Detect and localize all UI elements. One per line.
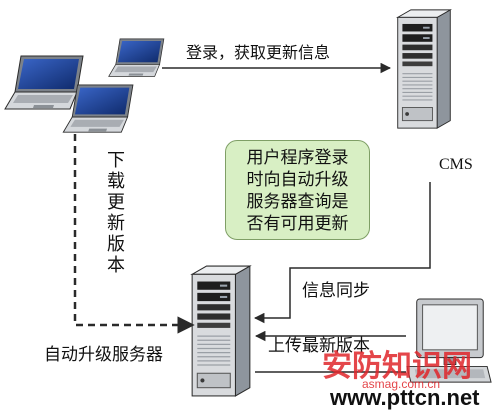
cms-server-icon xyxy=(397,9,451,129)
update-server-icon xyxy=(191,265,251,397)
note-line: 用户程序登录 xyxy=(246,148,349,167)
download-connector xyxy=(73,134,195,334)
sync-connector xyxy=(253,182,431,324)
note-line: 时向自动升级 xyxy=(246,170,349,189)
watermark-site-name: 安防知识网 xyxy=(322,349,472,384)
laptop-top-icon xyxy=(108,38,165,77)
watermark-domain: asmag.com.cn xyxy=(362,377,441,391)
note-line: 服务器查询是 xyxy=(246,192,349,211)
login-arrow-label: 登录，获取更新信息 xyxy=(186,45,331,62)
sync-label: 信息同步 xyxy=(302,281,370,300)
laptop-left-icon xyxy=(4,55,84,110)
upload-label: 上传最新版本 xyxy=(268,336,370,355)
cms-label: CMS xyxy=(439,156,473,173)
note-line: 否有可用更新 xyxy=(246,214,349,233)
download-label: 下载更新版本 xyxy=(105,150,125,276)
update-server-label: 自动升级服务器 xyxy=(44,345,163,364)
note-box: 用户程序登录 时向自动升级 服务器查询是 否有可用更新 xyxy=(225,140,370,240)
watermark-url: www.pttcn.net xyxy=(330,385,480,410)
